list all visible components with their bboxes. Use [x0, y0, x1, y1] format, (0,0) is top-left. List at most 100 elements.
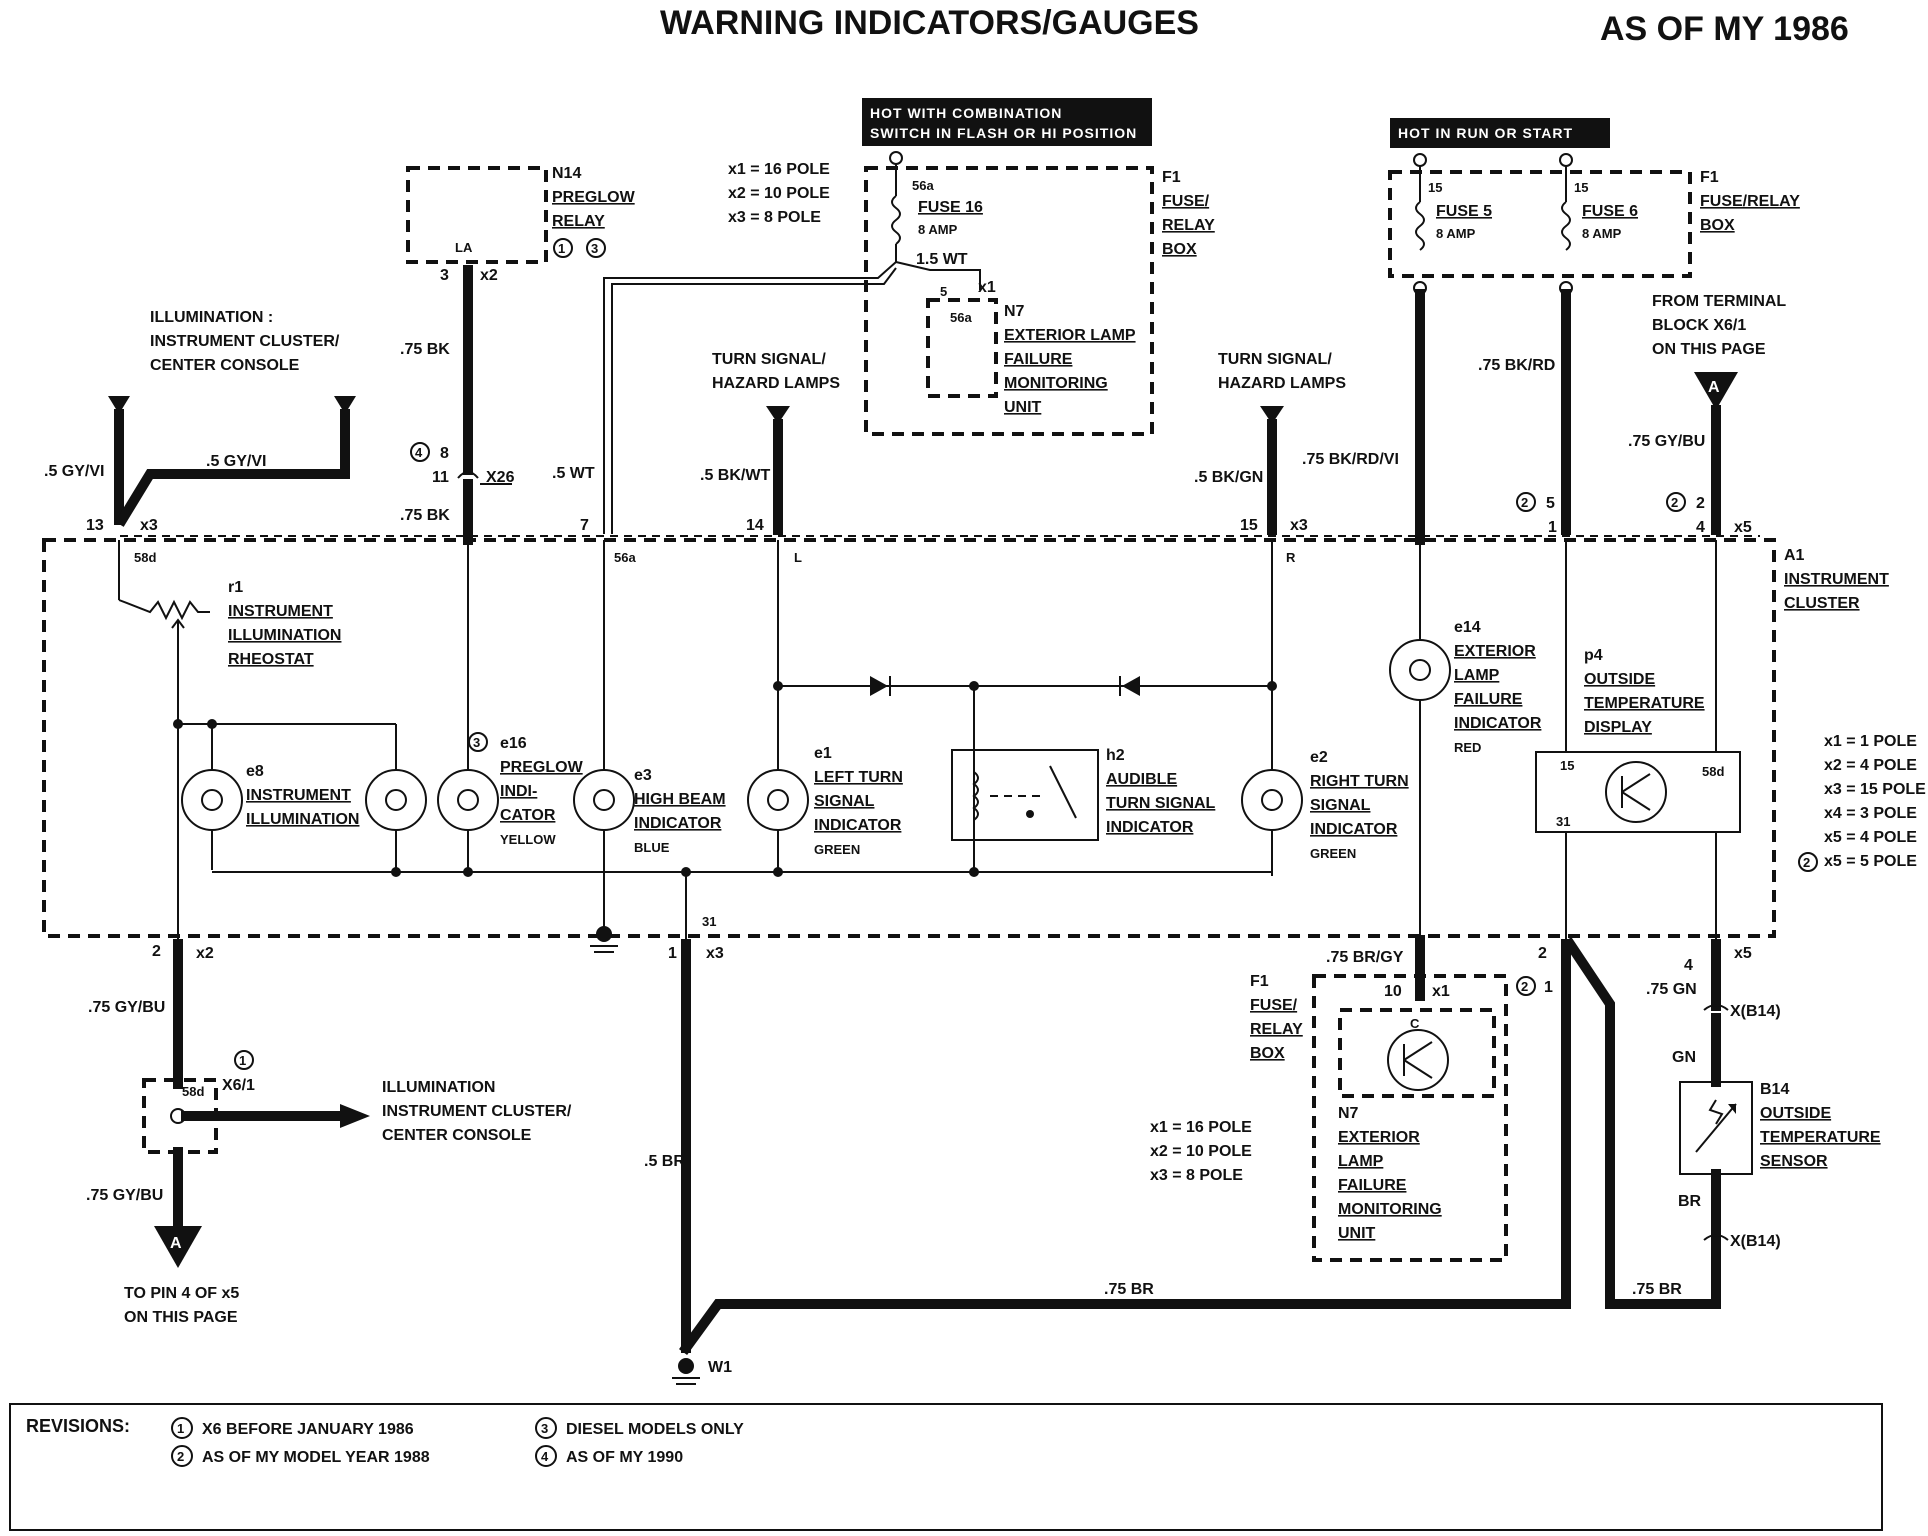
svg-text:3: 3	[473, 735, 480, 750]
svg-text:58d: 58d	[134, 550, 156, 565]
e16-label: e16 PREGLOW INDI- CATOR YELLOW	[500, 735, 584, 847]
e14-exterior-lamp-failure-bulb	[1389, 639, 1451, 940]
svg-text:TURN SIGNAL/: TURN SIGNAL/	[1218, 351, 1332, 368]
e2-right-turn-indicator-bulb	[1241, 769, 1303, 876]
svg-text:x5: x5	[1734, 519, 1752, 536]
p4-label: p4 OUTSIDE TEMPERATURE DISPLAY	[1584, 647, 1705, 736]
svg-text:EXTERIOR: EXTERIOR	[1338, 1129, 1420, 1146]
revisions-label: REVISIONS:	[26, 1416, 130, 1436]
fuse-5-label: FUSE 5	[1436, 203, 1492, 220]
svg-text:x1: x1	[1432, 983, 1450, 1000]
svg-text:x1 = 16 POLE: x1 = 16 POLE	[1150, 1119, 1252, 1136]
svg-text:HAZARD LAMPS: HAZARD LAMPS	[712, 375, 840, 392]
svg-text:14: 14	[746, 517, 764, 534]
svg-text:e3: e3	[634, 767, 652, 784]
as-of-label: AS OF MY 1986	[1600, 10, 1849, 48]
svg-text:OUTSIDE: OUTSIDE	[1584, 671, 1655, 688]
svg-text:TURN SIGNAL/: TURN SIGNAL/	[712, 351, 826, 368]
svg-text:2: 2	[1803, 855, 1810, 870]
svg-text:B14: B14	[1760, 1081, 1789, 1098]
svg-text:MONITORING: MONITORING	[1338, 1201, 1442, 1218]
svg-text:56a: 56a	[614, 550, 636, 565]
svg-text:4: 4	[1696, 519, 1705, 536]
svg-text:.75 BK: .75 BK	[400, 341, 450, 358]
svg-text:e14: e14	[1454, 619, 1481, 636]
svg-text:F1: F1	[1700, 169, 1719, 186]
pole-legend-right: x1 = 1 POLE x2 = 4 POLE x3 = 15 POLE x4 …	[1798, 733, 1926, 872]
svg-text:1: 1	[239, 1053, 246, 1068]
svg-text:x2 = 10 POLE: x2 = 10 POLE	[1150, 1143, 1252, 1160]
svg-text:RED: RED	[1454, 740, 1481, 755]
svg-text:INDICATOR: INDICATOR	[1454, 715, 1542, 732]
svg-text:58d: 58d	[1702, 764, 1724, 779]
w1-ground-label: W1	[708, 1359, 732, 1376]
svg-text:INSTRUMENT CLUSTER/: INSTRUMENT CLUSTER/	[382, 1103, 572, 1120]
h2-label: h2 AUDIBLE TURN SIGNAL INDICATOR	[1106, 747, 1216, 836]
fuse-5-symbol	[1415, 201, 1425, 251]
svg-text:.75 BR/GY: .75 BR/GY	[1326, 949, 1404, 966]
a1-label: A1 INSTRUMENT CLUSTER	[1784, 547, 1889, 612]
b14-label: B14 OUTSIDE TEMPERATURE SENSOR	[1760, 1081, 1881, 1170]
svg-text:GREEN: GREEN	[1310, 846, 1356, 861]
svg-text:5: 5	[940, 284, 947, 299]
svg-text:INDICATOR: INDICATOR	[634, 815, 722, 832]
svg-text:31: 31	[702, 914, 716, 929]
svg-text:CATOR: CATOR	[500, 807, 556, 824]
svg-text:x1 = 1 POLE: x1 = 1 POLE	[1824, 733, 1917, 750]
svg-text:x4 = 3 POLE: x4 = 3 POLE	[1824, 805, 1917, 822]
svg-text:BOX: BOX	[1700, 217, 1735, 234]
svg-text:INDICATOR: INDICATOR	[814, 817, 902, 834]
hot-combination-box: HOT WITH COMBINATION SWITCH IN FLASH OR …	[862, 98, 1152, 146]
svg-text:x3: x3	[706, 945, 724, 962]
svg-text:BOX: BOX	[1162, 241, 1197, 258]
svg-text:2: 2	[1521, 495, 1528, 510]
revision-item-1: 1 X6 BEFORE JANUARY 1986	[171, 1417, 414, 1439]
svg-text:56a: 56a	[912, 178, 934, 193]
svg-text:SWITCH IN FLASH OR HI POSITION: SWITCH IN FLASH OR HI POSITION	[870, 125, 1137, 141]
turn-signal-note-left: TURN SIGNAL/ HAZARD LAMPS	[712, 351, 840, 392]
svg-text:R: R	[1286, 550, 1296, 565]
svg-text:YELLOW: YELLOW	[500, 832, 556, 847]
svg-text:INDI-: INDI-	[500, 783, 537, 800]
svg-text:OUTSIDE: OUTSIDE	[1760, 1105, 1831, 1122]
svg-text:3: 3	[541, 1421, 548, 1436]
svg-text:.5 WT: .5 WT	[552, 465, 595, 482]
svg-text:2: 2	[177, 1449, 184, 1464]
svg-text:.5 GY/VI: .5 GY/VI	[206, 453, 266, 470]
svg-text:INSTRUMENT: INSTRUMENT	[228, 603, 333, 620]
svg-text:DIESEL MODELS ONLY: DIESEL MODELS ONLY	[566, 1421, 744, 1438]
svg-text:RELAY: RELAY	[1162, 217, 1215, 234]
svg-text:N14: N14	[552, 165, 581, 182]
svg-text:1: 1	[177, 1421, 184, 1436]
svg-text:x2 = 4 POLE: x2 = 4 POLE	[1824, 757, 1917, 774]
svg-text:x5: x5	[1734, 945, 1752, 962]
to-pin-note: TO PIN 4 OF x5 ON THIS PAGE	[124, 1285, 239, 1326]
svg-text:8 AMP: 8 AMP	[1582, 226, 1622, 241]
svg-text:SIGNAL: SIGNAL	[814, 793, 875, 810]
svg-text:LAMP: LAMP	[1454, 667, 1500, 684]
svg-text:RHEOSTAT: RHEOSTAT	[228, 651, 314, 668]
svg-text:8: 8	[440, 445, 449, 462]
svg-text:58d: 58d	[182, 1084, 204, 1099]
svg-text:CLUSTER: CLUSTER	[1784, 595, 1860, 612]
illumination-note-top: ILLUMINATION : INSTRUMENT CLUSTER/ CENTE…	[150, 309, 340, 374]
svg-text:TURN SIGNAL: TURN SIGNAL	[1106, 795, 1216, 812]
f1-fuse-relay-box-top: F1 FUSE/ RELAY BOX	[864, 166, 1215, 436]
svg-text:HIGH BEAM: HIGH BEAM	[634, 791, 726, 808]
n14-preglow-relay: LA N14 PREGLOW RELAY 1 3	[406, 165, 636, 264]
svg-text:15: 15	[1240, 517, 1258, 534]
svg-text:2: 2	[152, 943, 161, 960]
svg-text:x3: x3	[140, 517, 158, 534]
svg-text:ON THIS PAGE: ON THIS PAGE	[1652, 341, 1766, 358]
svg-text:8 AMP: 8 AMP	[918, 222, 958, 237]
svg-text:.75 GY/BU: .75 GY/BU	[88, 999, 165, 1016]
illumination-note-bottom: ILLUMINATION INSTRUMENT CLUSTER/ CENTER …	[382, 1079, 572, 1144]
svg-text:N7: N7	[1004, 303, 1025, 320]
svg-text:.5 BK/GN: .5 BK/GN	[1194, 469, 1263, 486]
ground-wire-w1	[679, 939, 1571, 1355]
svg-text:A1: A1	[1784, 547, 1805, 564]
f1-fuse-relay-box-bottom-label: F1 FUSE/ RELAY BOX	[1250, 973, 1303, 1062]
svg-text:GREEN: GREEN	[814, 842, 860, 857]
svg-text:2: 2	[1521, 979, 1528, 994]
svg-text:BLOCK X6/1: BLOCK X6/1	[1652, 317, 1746, 334]
